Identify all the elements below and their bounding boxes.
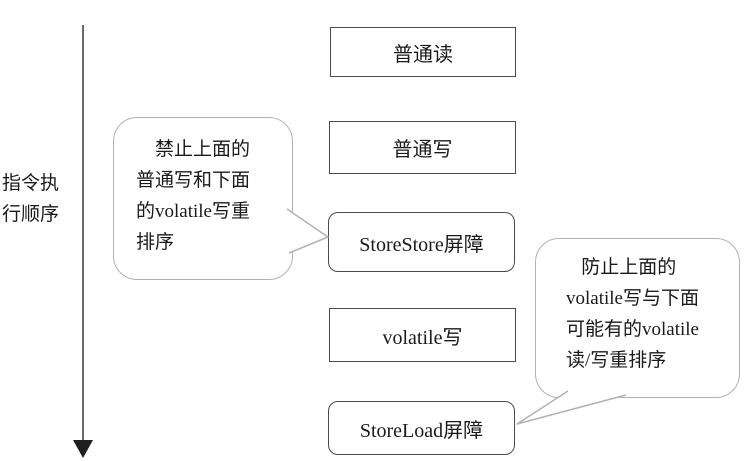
execution-order-label: 指令执 行顺序 xyxy=(2,173,60,225)
callout-storeload: 防止上面的 volatile写与下面 可能有的volatile 读/写重排序 xyxy=(535,238,740,398)
box-storeload-barrier: StoreLoad屏障 xyxy=(328,401,515,455)
box-volatile-write-label: volatile写 xyxy=(382,326,463,349)
box-normal-read-label: 普通读 xyxy=(393,43,453,66)
box-storestore-barrier: StoreStore屏障 xyxy=(328,212,515,272)
execution-order-arrow-line xyxy=(82,25,84,442)
box-normal-write-label: 普通写 xyxy=(392,139,453,161)
callout-storestore: 禁止上面的 普通写和下面 的volatile写重 排序 xyxy=(113,117,293,280)
box-storestore-barrier-label: StoreStore屏障 xyxy=(359,233,484,256)
box-normal-write: 普通写 xyxy=(329,121,516,174)
box-normal-read: 普通读 xyxy=(330,27,516,77)
execution-order-arrowhead-icon xyxy=(73,440,93,458)
box-volatile-write: volatile写 xyxy=(329,308,516,362)
box-storeload-barrier-label: StoreLoad屏障 xyxy=(359,419,484,442)
callout-storestore-tail xyxy=(286,208,329,254)
